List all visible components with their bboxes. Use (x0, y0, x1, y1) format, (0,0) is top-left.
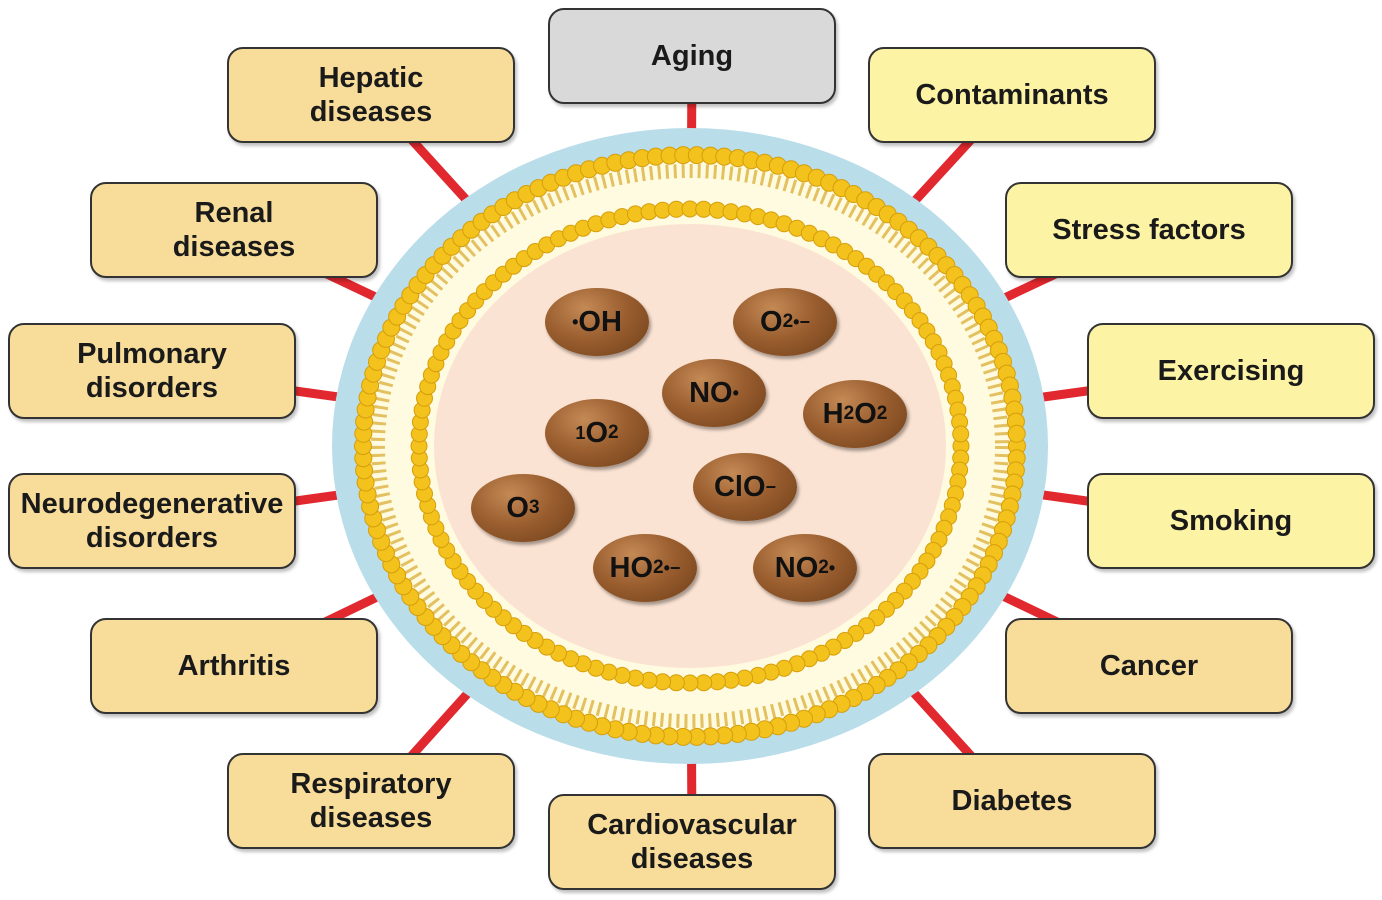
node-renal-diseases: Renal diseases (90, 182, 378, 278)
node-label: Smoking (1169, 505, 1293, 537)
node-label: Diabetes (951, 785, 1073, 817)
species-sup: − (765, 476, 777, 497)
species-pre: 1 (575, 422, 586, 443)
node-label: Contaminants (915, 79, 1109, 111)
species-base: NO (689, 376, 733, 409)
species-sub: 3 (528, 497, 540, 518)
node-pulmonary-disorders: Pulmonary disorders (8, 323, 296, 419)
node-label: Neurodegenerative disorders (20, 488, 284, 554)
node-label: Exercising (1157, 355, 1305, 387)
species-base: O (760, 305, 783, 338)
node-stress-factors: Stress factors (1005, 182, 1293, 278)
node-label: Arthritis (177, 650, 291, 682)
lipid-head-outer (1007, 424, 1026, 443)
species-base: HO (609, 551, 654, 584)
node-label: Stress factors (1052, 214, 1246, 246)
node-arthritis: Arthritis (90, 618, 378, 714)
species-base: O (585, 416, 608, 449)
species-hypochlorite: ClO− (693, 453, 797, 521)
node-cancer: Cancer (1005, 618, 1293, 714)
node-label: Aging (650, 40, 734, 72)
species-sub: 2 (653, 557, 664, 578)
species-sub: 2 (818, 557, 829, 578)
node-label: Renal diseases (172, 197, 296, 263)
node-label: Respiratory diseases (290, 768, 452, 834)
species-sub: 2 (843, 403, 855, 424)
species-oh: •OH (545, 288, 649, 356)
species-base: H (822, 397, 844, 430)
node-label: Hepatic diseases (309, 62, 433, 128)
species-base2: O (854, 397, 877, 430)
node-smoking: Smoking (1087, 473, 1375, 569)
node-respiratory-diseases: Respiratory diseases (227, 753, 515, 849)
species-sup: • (732, 382, 739, 403)
lipid-head-inner (952, 425, 970, 443)
species-base: ClO (713, 470, 766, 503)
node-label: Cancer (1099, 650, 1199, 682)
species-base: O (506, 491, 529, 524)
species-sub: 2 (782, 311, 794, 332)
species-sup: •− (663, 557, 681, 578)
node-label: Cardiovascular diseases (587, 809, 797, 875)
node-neurodegenerative-disorders: Neurodegenerative disorders (8, 473, 296, 569)
node-aging: Aging (548, 8, 836, 104)
node-cardiovascular-diseases: Cardiovascular diseases (548, 794, 836, 890)
species-sub: 2 (608, 422, 619, 443)
node-hepatic-diseases: Hepatic diseases (227, 47, 515, 143)
species-pre: • (572, 311, 579, 332)
species-sub2: 2 (876, 403, 888, 424)
node-contaminants: Contaminants (868, 47, 1156, 143)
species-nitric-oxide: NO• (662, 359, 766, 427)
species-base: NO (774, 551, 819, 584)
node-exercising: Exercising (1087, 323, 1375, 419)
species-sup: • (828, 557, 836, 578)
node-label: Pulmonary disorders (77, 338, 227, 404)
species-sup: •− (793, 311, 810, 332)
node-diabetes: Diabetes (868, 753, 1156, 849)
species-base: OH (578, 305, 622, 338)
lipid-tails (371, 164, 1009, 728)
